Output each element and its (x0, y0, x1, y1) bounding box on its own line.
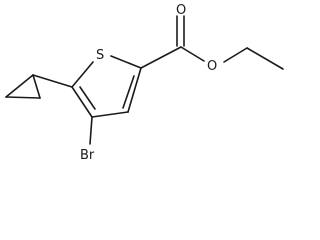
cyclopropyl-ring (5, 74, 41, 99)
bond-cyclopropyl-1 (5, 74, 34, 98)
bond-cyclopropyl-2 (5, 96, 41, 99)
bond-s-c2 (110, 55, 142, 69)
thiophene-ring (71, 55, 142, 118)
structure-diagram: S Br O O (5, 3, 284, 162)
bond-c3-c4 (91, 111, 129, 118)
bond-c2-c3 (127, 67, 142, 113)
bond-c4-br (89, 116, 93, 145)
bond-c2-carbonyl (140, 46, 182, 69)
bond-c5-s (71, 61, 94, 88)
ester-group (140, 15, 284, 70)
bromine-atom-label: Br (80, 148, 95, 162)
carbonyl-oxygen-label: O (176, 3, 186, 18)
ester-oxygen-label: O (207, 59, 217, 74)
bond-carbonyl-ester-o (180, 46, 205, 62)
bond-c4-c5 (71, 86, 93, 118)
sulfur-atom-label: S (96, 48, 104, 63)
bond-cyclopropyl-3 (32, 74, 41, 99)
molecule-drawing: S Br O O (5, 3, 284, 162)
bond-c4-c5-double (79, 86, 96, 110)
bond-c2-c3-double (122, 75, 135, 109)
bond-ester-o-ch2 (223, 47, 248, 63)
bond-cyclopropyl-thiophene (32, 74, 73, 88)
bond-ch2-ch3 (246, 47, 284, 70)
